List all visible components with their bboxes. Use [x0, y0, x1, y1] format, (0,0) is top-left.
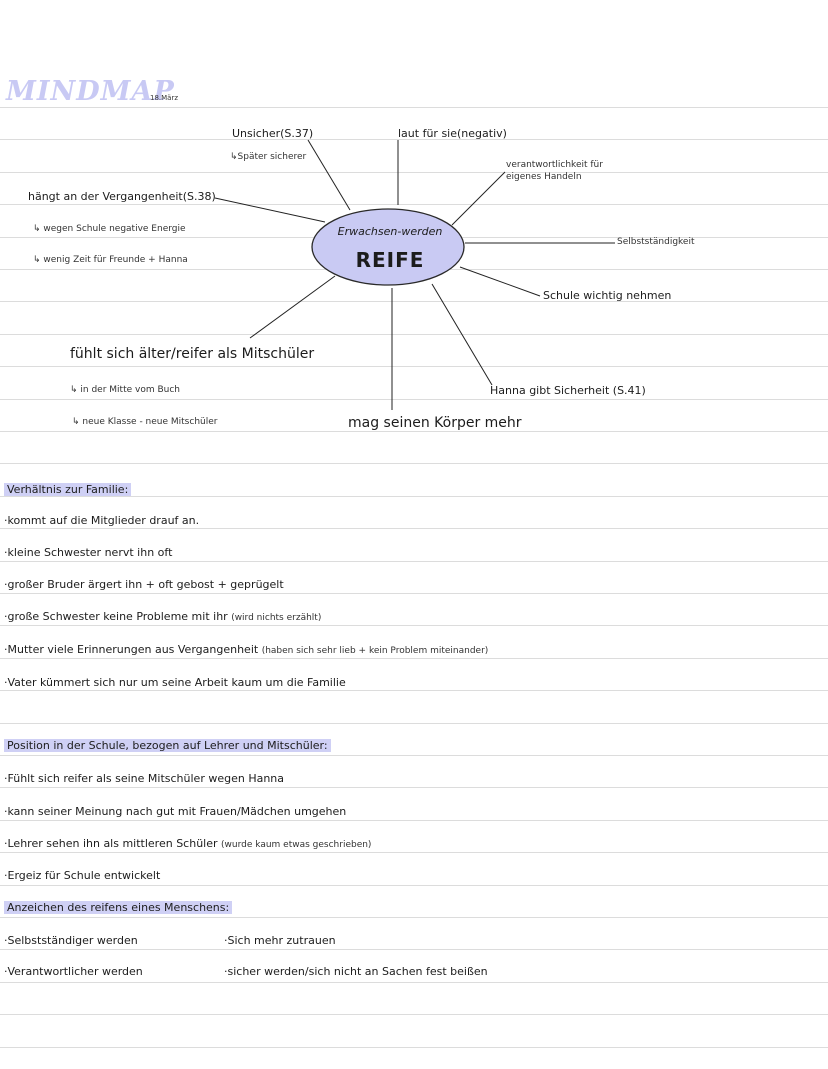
branch-haengt-sub1: ↳ wegen Schule negative Energie — [33, 224, 186, 234]
anzeichen-item: ·Verantwortlicher werden — [4, 965, 143, 978]
ruled-line — [0, 787, 828, 788]
ruled-line — [0, 496, 828, 497]
branch-selbststaendigkeit: Selbstständigkeit — [617, 237, 695, 247]
ruled-line — [0, 917, 828, 918]
ruled-line — [0, 1047, 828, 1048]
familie-item: ·Vater kümmert sich nur um seine Arbeit … — [4, 676, 346, 689]
schule-item: ·kann seiner Meinung nach gut mit Frauen… — [4, 805, 347, 818]
branch-laut: laut für sie(negativ) — [398, 127, 507, 140]
branch-unsicher: Unsicher(S.37) — [232, 127, 314, 140]
branch-fuehlt: fühlt sich älter/reifer als Mitschüler — [70, 346, 315, 362]
schule-item: ·Ergeiz für Schule entwickelt — [4, 869, 161, 882]
anzeichen-item: ·sicher werden/sich nicht an Sachen fest… — [224, 965, 488, 978]
ruled-line — [0, 820, 828, 821]
anzeichen-item: ·Selbstständiger werden — [4, 934, 138, 947]
mindmap-connectors — [214, 139, 615, 410]
ruled-line — [0, 1014, 828, 1015]
schule-heading: Position in der Schule, bezogen auf Lehr… — [4, 739, 331, 752]
ruled-line — [0, 723, 828, 724]
ruled-line — [0, 852, 828, 853]
branch-fuehlt-sub1: ↳ in der Mitte vom Buch — [70, 385, 180, 395]
branch-hanna: Hanna gibt Sicherheit (S.41) — [490, 384, 646, 397]
schule-item: ·Lehrer sehen ihn als mittleren Schüler … — [4, 838, 371, 850]
familie-item-note: (wird nichts erzählt) — [231, 613, 322, 623]
ruled-line — [0, 107, 828, 108]
branch-verantwortlich-line1: verantwortlichkeit für — [506, 160, 603, 170]
ruled-line — [0, 334, 828, 335]
familie-item-note: (haben sich sehr lieb + kein Problem mit… — [261, 646, 489, 656]
ruled-line — [0, 399, 828, 400]
ruled-line — [0, 463, 828, 464]
schule-item-text: ·Lehrer sehen ihn als mittleren Schüler — [4, 837, 218, 850]
ruled-line — [0, 301, 828, 302]
page-title: MINDMAP — [6, 76, 175, 107]
familie-item-text: ·große Schwester keine Probleme mit ihr — [4, 610, 228, 623]
anzeichen-heading: Anzeichen des reifens eines Menschens: — [4, 901, 233, 914]
familie-item: ·große Schwester keine Probleme mit ihr … — [4, 611, 321, 623]
ruled-line — [0, 431, 828, 432]
center-title: REIFE — [355, 248, 425, 272]
center-subtitle: Erwachsen-werden — [337, 225, 443, 238]
ruled-line — [0, 949, 828, 950]
branch-verantwortlich-line2: eigenes Handeln — [506, 172, 582, 182]
branch-schule: Schule wichtig nehmen — [543, 289, 672, 302]
ruled-line — [0, 982, 828, 983]
ruled-line — [0, 625, 828, 626]
schule-item-note: (wurde kaum etwas geschrieben) — [221, 840, 372, 850]
branch-haengt: hängt an der Vergangenheit(S.38) — [28, 190, 216, 203]
ruled-line — [0, 690, 828, 691]
mindmap-center-node — [311, 208, 465, 286]
ruled-line — [0, 204, 828, 205]
branch-fuehlt-sub2: ↳ neue Klasse - neue Mitschüler — [72, 417, 218, 427]
ruled-line — [0, 139, 828, 140]
page-date: 18.März — [150, 94, 179, 102]
ruled-line — [0, 755, 828, 756]
familie-item: ·kommt auf die Mitglieder drauf an. — [4, 514, 200, 527]
familie-heading: Verhältnis zur Familie: — [4, 483, 132, 496]
anzeichen-item: ·Sich mehr zutrauen — [224, 934, 336, 947]
ruled-line — [0, 885, 828, 886]
anzeichen-heading-text: Anzeichen des reifens eines Menschens: — [4, 901, 233, 914]
ruled-line — [0, 561, 828, 562]
branch-unsicher-sub: ↳Später sicherer — [230, 152, 307, 162]
branch-koerper: mag seinen Körper mehr — [348, 415, 522, 431]
ruled-line — [0, 528, 828, 529]
schule-heading-text: Position in der Schule, bezogen auf Lehr… — [4, 739, 331, 752]
familie-item: ·großer Bruder ärgert ihn + oft gebost +… — [4, 578, 284, 591]
ruled-line — [0, 172, 828, 173]
ruled-line — [0, 658, 828, 659]
branch-haengt-sub2: ↳ wenig Zeit für Freunde + Hanna — [33, 255, 188, 265]
familie-heading-text: Verhältnis zur Familie: — [4, 483, 132, 496]
ruled-line — [0, 593, 828, 594]
familie-item-text: ·Mutter viele Erinnerungen aus Vergangen… — [4, 643, 259, 656]
familie-item: ·Mutter viele Erinnerungen aus Vergangen… — [4, 644, 488, 656]
familie-item: ·kleine Schwester nervt ihn oft — [4, 546, 173, 559]
schule-item: ·Fühlt sich reifer als seine Mitschüler … — [4, 772, 285, 785]
ruled-line — [0, 366, 828, 367]
